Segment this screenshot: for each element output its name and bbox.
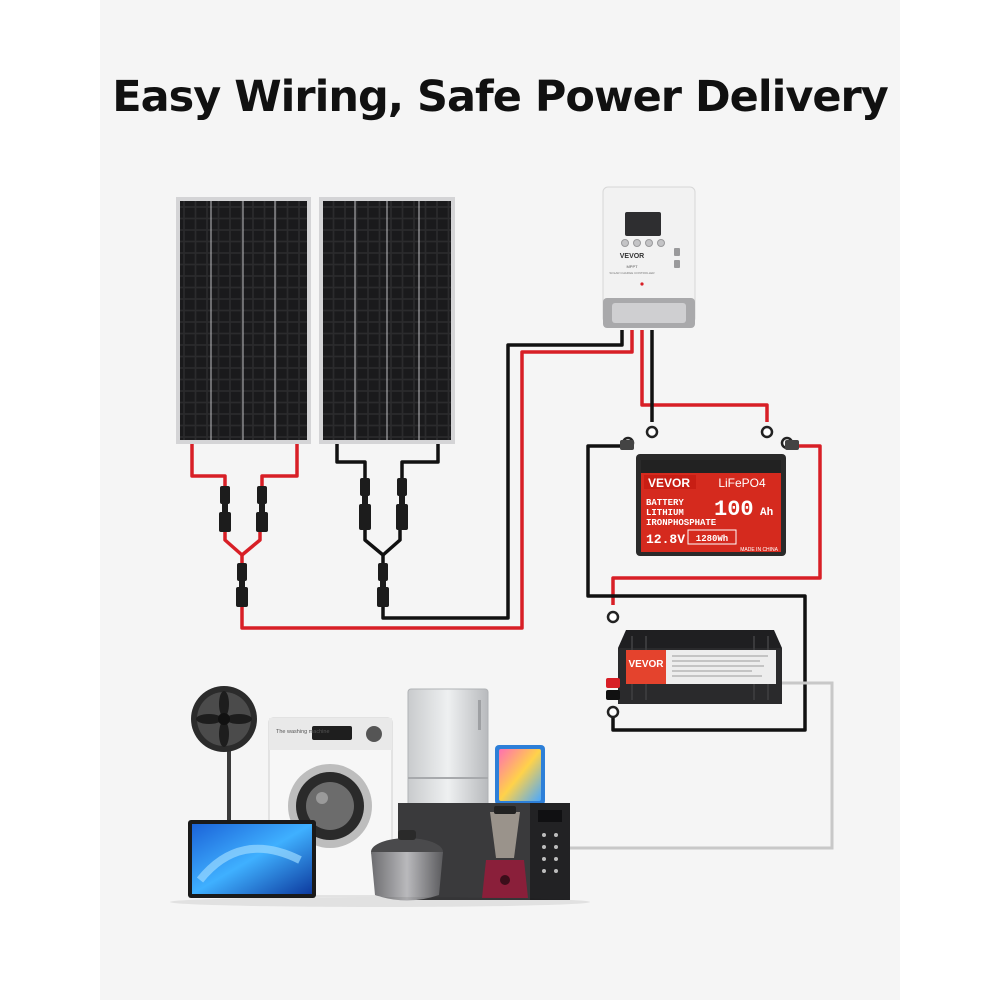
battery-voltage: 12.8V [646, 532, 685, 547]
blender-icon [482, 806, 528, 898]
charge-controller: VEVOR MPPT SOLAR CHARGE CONTROLLER [602, 186, 696, 328]
washing-machine-label: The washing machine [276, 729, 330, 735]
battery-type-line-3: IRONPHOSPHATE [646, 518, 717, 528]
left-panel-negative-lead [260, 444, 299, 488]
inverter-brand: VEVOR [628, 659, 664, 670]
battery-capacity: 100 [714, 497, 754, 522]
solar-panel-left [176, 197, 311, 444]
battery-type-line-1: BATTERY [646, 498, 684, 508]
battery: VEVOR LiFePO4 BATTERY LITHIUM IRONPHOSPH… [620, 440, 799, 556]
right-panel-lead-b [400, 444, 440, 480]
battery-type-line-2: LITHIUM [646, 508, 684, 518]
mc4-connectors [219, 478, 408, 607]
solar-panel-right [319, 197, 455, 444]
controller-model: MPPT [626, 264, 638, 269]
left-panel-positive-lead [190, 444, 227, 488]
left-branch-b [240, 532, 262, 557]
battery-inverter-negative [586, 444, 807, 732]
rice-cooker-icon [371, 830, 443, 901]
battery-capacity-unit: Ah [760, 507, 773, 519]
tablet-icon [495, 745, 545, 805]
inverter: VEVOR [606, 630, 782, 704]
pv-negative-wire [381, 330, 624, 620]
floor-shadow [170, 897, 590, 907]
fan-icon [191, 686, 257, 860]
pv-positive-wire [240, 330, 634, 630]
right-branch-b [381, 530, 402, 557]
left-branch-a [223, 532, 244, 565]
controller-brand: VEVOR [620, 253, 645, 260]
battery-inverter-positive [611, 444, 822, 605]
right-panel-lead-a [335, 444, 367, 480]
battery-chemistry: LiFePO4 [718, 476, 766, 490]
battery-energy: 1280Wh [696, 534, 728, 544]
controller-battery-positive [640, 330, 769, 422]
page-title: Easy Wiring, Safe Power Delivery [112, 72, 889, 122]
battery-brand: VEVOR [648, 476, 690, 490]
dc-wiring [190, 330, 822, 732]
right-branch-a [363, 530, 385, 565]
controller-display [625, 212, 661, 236]
ac-output-wire [570, 681, 834, 850]
battery-origin: MADE IN CHINA [740, 547, 778, 553]
refrigerator-icon [407, 688, 489, 840]
monitor-icon [188, 820, 316, 898]
controller-subtitle: SOLAR CHARGE CONTROLLER [609, 271, 655, 275]
